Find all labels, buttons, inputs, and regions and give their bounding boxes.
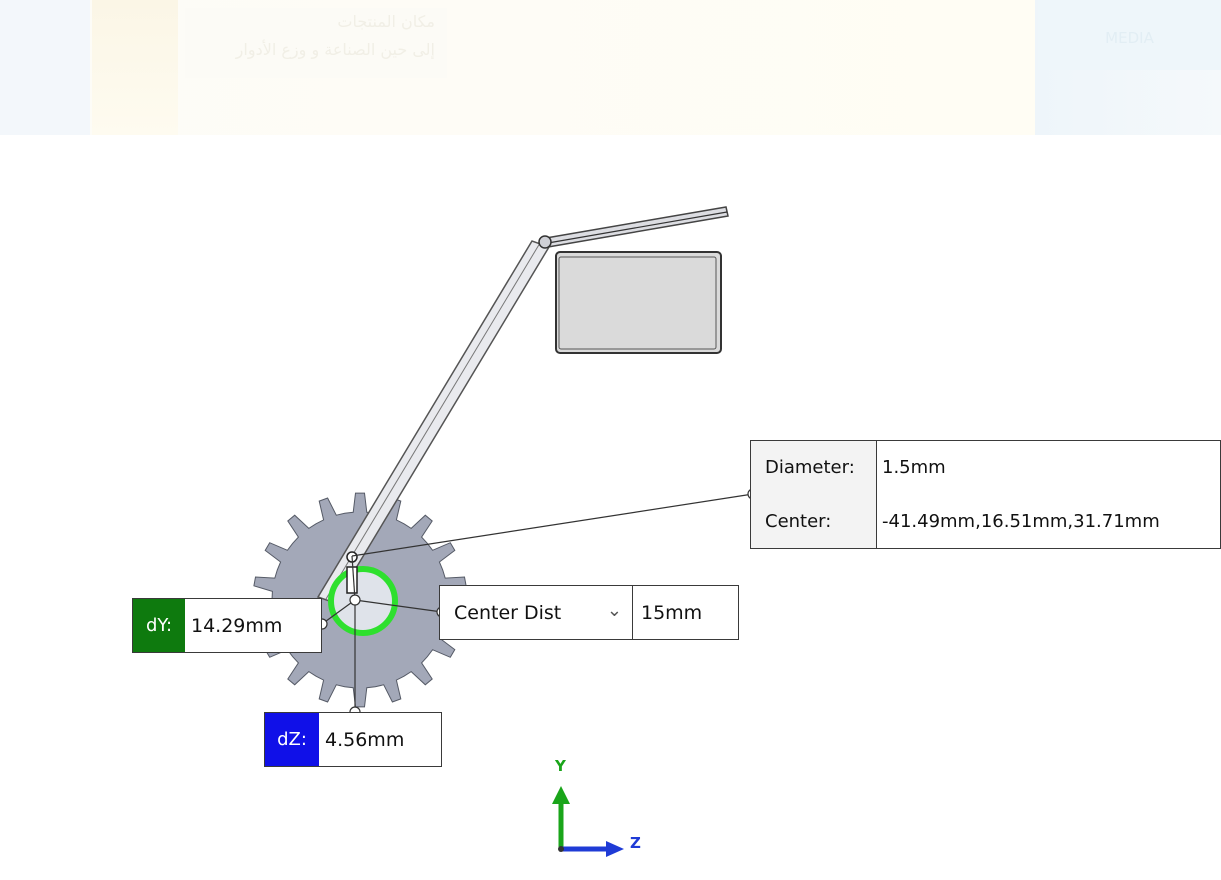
- measure-info-box: Diameter: 1.5mm Center: -41.49mm,16.51mm…: [750, 440, 1221, 549]
- banner-line-2: إلى حين الصناعة و وزع الأدوار: [235, 40, 435, 59]
- pin-joint[interactable]: [538, 235, 552, 249]
- background-banner: مكان المنتجات إلى حين الصناعة و وزع الأد…: [0, 0, 1221, 135]
- triad-z-label: Z: [630, 834, 641, 852]
- banner-line-1: مكان المنتجات: [337, 12, 435, 31]
- dy-value: 14.29mm: [191, 614, 283, 637]
- banner-thumbnail: [92, 0, 178, 135]
- diameter-label: Diameter:: [751, 441, 877, 495]
- dz-callout[interactable]: dZ: 4.56mm: [264, 712, 442, 767]
- dz-value: 4.56mm: [325, 728, 405, 751]
- leader-lines: [321, 493, 754, 712]
- dz-label: dZ:: [265, 713, 319, 766]
- diameter-value: 1.5mm: [882, 457, 946, 479]
- link-arm-edge: [325, 242, 541, 600]
- pivot-marker: [346, 566, 358, 594]
- triad-y-arrowhead: [552, 786, 570, 804]
- distance-mode-dropdown[interactable]: Center Dist ⌄: [439, 585, 633, 640]
- banner-text-block: مكان المنتجات إلى حين الصناعة و وزع الأد…: [185, 8, 447, 78]
- distance-value: 15mm: [632, 585, 739, 640]
- link-arm[interactable]: [316, 240, 551, 604]
- center-value: -41.49mm,16.51mm,31.71mm: [882, 510, 1160, 532]
- dy-callout[interactable]: dY: 14.29mm: [132, 598, 322, 653]
- banner-media-tab: MEDIA: [1038, 0, 1221, 70]
- upper-link-edge: [547, 211, 728, 244]
- axis-triad: [552, 786, 624, 857]
- triad-origin: [558, 846, 564, 852]
- distance-mode-label: Center Dist: [454, 601, 562, 624]
- rectangular-block[interactable]: [555, 251, 722, 354]
- dy-label: dY:: [133, 599, 185, 652]
- rectangular-block-face: [558, 256, 717, 350]
- triad-y-label: Y: [555, 757, 566, 775]
- triad-z-arrowhead: [606, 841, 624, 857]
- center-label: Center:: [751, 494, 877, 548]
- chevron-down-icon[interactable]: ⌄: [606, 600, 622, 621]
